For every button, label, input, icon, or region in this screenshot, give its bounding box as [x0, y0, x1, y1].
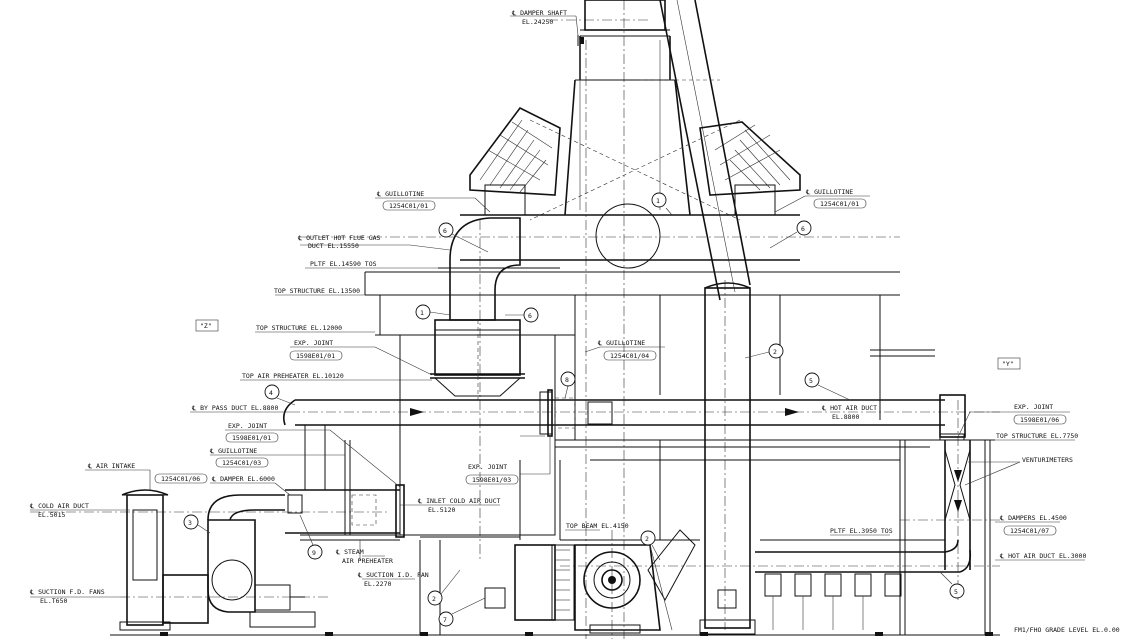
balloon-3: 3: [183, 514, 211, 534]
label-by-pass-duct: ℄ BY PASS DUCT EL.8800: [191, 404, 278, 412]
balloon-4: 4: [264, 384, 296, 406]
label-steam: ℄ STEAM: [335, 548, 364, 556]
label-exp-joint-1: EXP. JOINT: [294, 339, 333, 347]
svg-text:1: 1: [420, 309, 424, 317]
label-guillotine-right-tag: 1254C01/01: [820, 200, 859, 208]
label-steam-2: AIR PREHEATER: [342, 557, 393, 565]
tag-boxes: [154, 198, 1067, 536]
svg-text:2: 2: [432, 595, 436, 603]
label-dampers-4500: ℄ DAMPERS EL.4500: [999, 514, 1067, 522]
balloon-7: 7: [438, 597, 486, 627]
label-top-structure-12000: TOP STRUCTURE EL.12000: [256, 324, 342, 332]
center-lines: [30, 0, 1000, 639]
balloon-1-mid: 1: [415, 304, 451, 320]
label-exp-joint-1-tag: 1598E01/01: [296, 352, 335, 360]
svg-text:6: 6: [528, 312, 532, 320]
label-venturimeters: VENTURIMETERS: [1022, 456, 1073, 464]
hoppers: [469, 106, 801, 221]
vertical-riser: [699, 282, 756, 635]
label-hot-air-duct-3000: ℄ HOT AIR DUCT EL.3000: [999, 552, 1086, 560]
label-suction-id-el: EL.2270: [364, 580, 391, 588]
balloon-6-mid: 6: [505, 307, 539, 323]
label-grade-level: FM1/FHO GRADE LEVEL EL.0.00: [1014, 626, 1120, 634]
svg-text:1: 1: [656, 197, 660, 205]
balloon-2-riser: 2: [744, 343, 784, 359]
label-inlet-cold-air: ℄ INLET COLD AIR DUCT: [417, 497, 501, 505]
id-fan: [514, 529, 696, 634]
air-preheater: [430, 319, 525, 400]
label-exp-joint-2-tag: 1598E01/01: [232, 434, 271, 442]
svg-text:9: 9: [312, 549, 316, 557]
label-view-y: "Y": [1002, 360, 1014, 368]
label-guillotine-right: ℄ GUILLOTINE: [805, 188, 853, 196]
item-balloons: 1 1 2 2 2 3 4 5 5 6 6 6 7 8 9: [183, 192, 965, 627]
label-cold-air-duct-el: EL.5015: [38, 511, 65, 519]
text-labels: ℄ DAMPER SHAFT EL.24250 ℄ GUILLOTINE 125…: [29, 9, 1120, 634]
label-hot-air-duct-8800-el: EL.8800: [832, 413, 859, 421]
balloon-6-left: 6: [438, 222, 489, 253]
label-guillotine-mid-tag: 1254C01/04: [610, 352, 649, 360]
svg-text:6: 6: [443, 227, 447, 235]
label-top-structure-7750: TOP STRUCTURE EL.7750: [996, 432, 1078, 440]
label-suction-fd-el: EL.T650: [40, 597, 67, 605]
label-inlet-cold-air-el: EL.5120: [428, 506, 455, 514]
label-pltf-14590: PLTF EL.14590 TOS: [310, 260, 377, 268]
ground-line: [110, 632, 1000, 636]
label-exp-joint-3-tag: 1598E01/03: [472, 476, 511, 484]
label-guillotine-low: ℄ GUILLOTINE: [209, 447, 257, 455]
balloon-9: 9: [299, 514, 323, 560]
label-outlet-hot-flue-el: DUCT EL.15550: [308, 242, 359, 250]
label-hot-air-duct-8800: ℄ HOT AIR DUCT: [821, 404, 877, 412]
label-top-beam: TOP BEAM EL.4150: [566, 522, 629, 530]
label-air-intake: ℄ AIR INTAKE: [87, 462, 135, 470]
label-damper-6000: ℄ DAMPER EL.6000: [211, 475, 275, 483]
venturimeter-riser: [895, 439, 995, 635]
leaders: [30, 15, 1085, 631]
svg-text:7: 7: [443, 616, 447, 624]
label-air-intake-tag: 1254C01/06: [161, 475, 200, 483]
svg-text:2: 2: [645, 535, 649, 543]
diagonal-duct: [640, 0, 751, 301]
fd-fan: [119, 489, 316, 631]
lower-hot-air-duct: [755, 539, 972, 630]
label-exp-joint-4: EXP. JOINT: [1014, 403, 1053, 411]
label-guillotine-left-tag: 1254C01/01: [389, 202, 428, 210]
label-outlet-hot-flue: ℄ OUTLET HOT FLUE GAS: [297, 234, 381, 242]
label-guillotine-left: ℄ GUILLOTINE: [376, 190, 424, 198]
svg-text:6: 6: [801, 225, 805, 233]
label-exp-joint-3: EXP. JOINT: [468, 463, 507, 471]
label-damper-shaft: ℄ DAMPER SHAFT: [511, 9, 567, 17]
balloon-6-right: 6: [769, 220, 812, 249]
balloon-5-upper: 5: [804, 372, 851, 401]
balloon-2-fan: 2: [640, 530, 661, 561]
label-suction-fd: ℄ SUCTION F.D. FANS: [29, 588, 105, 596]
label-exp-joint-2: EXP. JOINT: [228, 422, 267, 430]
cold-air-duct: [285, 425, 405, 560]
label-guillotine-low-tag: 1254C01/03: [222, 459, 261, 467]
balloon-5-lower: 5: [939, 571, 965, 599]
svg-text:4: 4: [269, 389, 273, 397]
label-top-air-preheater: TOP AIR PREHEATER EL.10120: [242, 372, 344, 380]
label-exp-joint-4-tag: 1598E01/06: [1020, 416, 1059, 424]
label-suction-id: ℄ SUCTION I.D. FAN: [357, 571, 429, 579]
svg-text:5: 5: [954, 588, 958, 596]
label-damper-shaft-el: EL.24250: [522, 18, 553, 26]
balloon-2-low: 2: [427, 569, 461, 606]
balloon-8: 8: [560, 371, 576, 399]
stack: [560, 0, 700, 216]
hot-air-duct: [282, 389, 966, 441]
label-top-structure-13500: TOP STRUCTURE EL.13500: [274, 287, 360, 295]
label-pltf-3950: PLTF EL.3950 TOS: [830, 527, 893, 535]
label-view-z: "Z": [200, 322, 212, 330]
svg-text:3: 3: [188, 519, 192, 527]
label-cold-air-duct: ℄ COLD AIR DUCT: [29, 502, 89, 510]
svg-text:8: 8: [565, 376, 569, 384]
balloon-1-top: 1: [651, 192, 673, 216]
label-guillotine-mid: ℄ GUILLOTINE: [597, 339, 645, 347]
svg-text:5: 5: [809, 377, 813, 385]
structure-frame: [364, 271, 935, 536]
label-dampers-4500-tag: 1254C01/07: [1010, 527, 1049, 535]
svg-text:2: 2: [773, 348, 777, 356]
